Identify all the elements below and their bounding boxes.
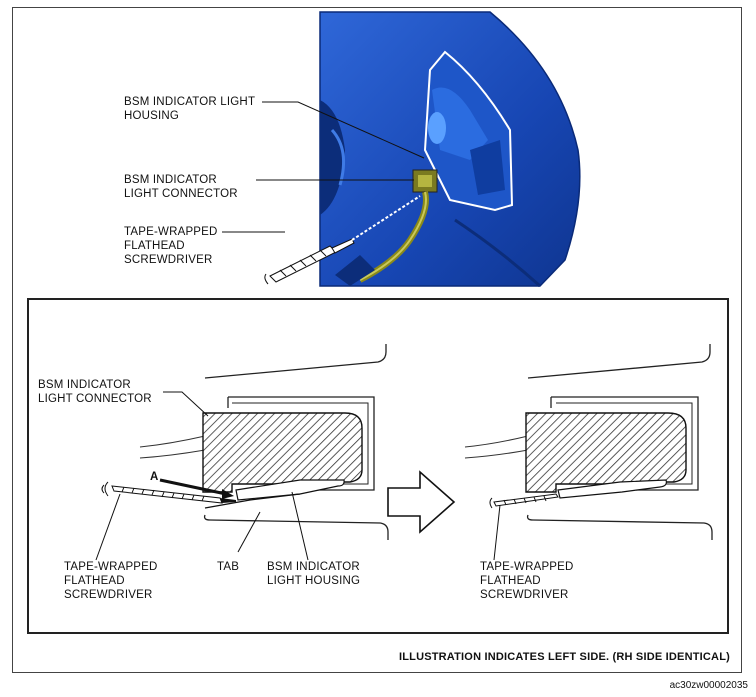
illustration-caption: ILLUSTRATION INDICATES LEFT SIDE. (RH SI… (398, 651, 730, 663)
figure-code: ac30zw00002035 (669, 680, 748, 691)
top-housing-label: BSM INDICATOR LIGHT HOUSING (124, 96, 256, 122)
top-screwdriver-label: TAPE-WRAPPED FLATHEAD SCREWDRIVER (124, 226, 218, 266)
arrow-a-label: A (150, 471, 159, 483)
transition-arrow (387, 470, 456, 534)
detail-panel (27, 298, 729, 634)
tab-label: TAB (217, 561, 240, 573)
top-screwdriver (264, 195, 421, 285)
bottom-housing-label: BSM INDICATOR LIGHT HOUSING (267, 561, 361, 587)
top-connector-label: BSM INDICATOR LIGHT CONNECTOR (124, 174, 238, 200)
right-section-diagram (464, 344, 713, 561)
bottom-connector-label: BSM INDICATOR LIGHT CONNECTOR (38, 379, 152, 405)
outer-frame (12, 7, 742, 673)
left-screwdriver-label: TAPE-WRAPPED FLATHEAD SCREWDRIVER (64, 561, 158, 601)
top-leader-lines (222, 101, 425, 233)
left-section-diagram (95, 344, 389, 561)
right-screwdriver-label: TAPE-WRAPPED FLATHEAD SCREWDRIVER (480, 561, 574, 601)
mirror-body-illustration (319, 11, 581, 288)
